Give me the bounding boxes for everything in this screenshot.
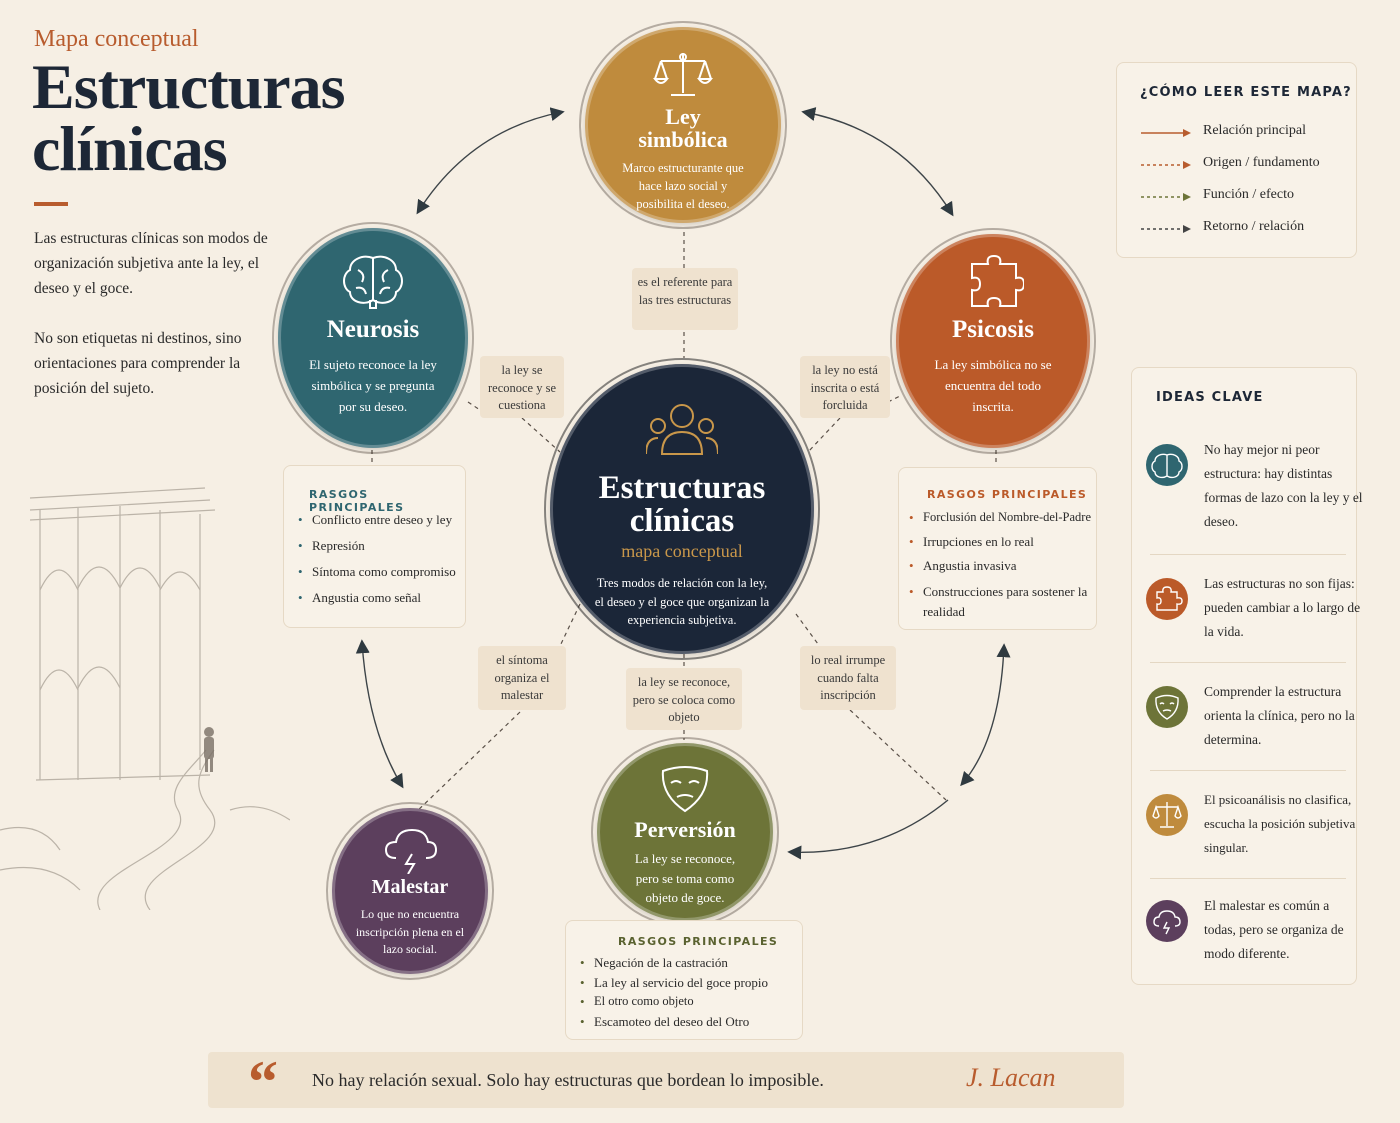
title-line-2: clínicas	[32, 113, 228, 184]
kicker: Mapa conceptual	[34, 26, 199, 52]
arc-perversion-return	[787, 799, 949, 860]
center-description: Tres modos de relación con la ley, el de…	[594, 576, 770, 627]
people-icon	[646, 404, 718, 455]
page-title: Estructuras clínicas	[32, 51, 346, 184]
list-item: Angustia como señal	[298, 590, 456, 616]
arches-sketch-illustration	[0, 487, 290, 910]
traits-perversion-heading: RASGOS PRINCIPALES	[618, 935, 779, 948]
legend-panel: ¿CÓMO LEER ESTE MAPA? Relación principal…	[1116, 62, 1357, 258]
brain-icon	[343, 255, 403, 309]
intro-paragraph-1: Las estructuras clínicas son modos de or…	[34, 230, 268, 297]
list-item: Forclusión del Nombre-del-Padre	[909, 510, 1095, 534]
ley-title-line-1: Ley	[665, 104, 701, 129]
list-item: Angustia invasiva	[909, 558, 1095, 582]
node-malestar[interactable]: Malestar Lo que no encuentra inscripción…	[326, 802, 494, 980]
node-ley-simbolica[interactable]: Ley simbólica Marco estructurante que ha…	[579, 21, 787, 229]
link-label-psicosis-perversion: lo real irrumpe cuando falta inscripción	[800, 646, 896, 710]
traits-psicosis-heading: RASGOS PRINCIPALES	[927, 488, 1088, 501]
puzzle-icon	[971, 254, 1024, 307]
traits-perversion-list: Negación de la castración La ley al serv…	[580, 955, 800, 1033]
storm-cloud-icon	[1146, 900, 1188, 942]
list-item: Síntoma como compromiso	[298, 564, 456, 590]
storm-cloud-icon	[384, 828, 438, 874]
traits-perversion: RASGOS PRINCIPALES Negación de la castra…	[565, 920, 803, 1040]
ley-description: Marco estructurante que hace lazo social…	[622, 161, 744, 211]
solid-arrow-icon	[1141, 129, 1191, 137]
neurosis-title: Neurosis	[326, 316, 420, 343]
dashed-arrow-icon	[1141, 193, 1191, 201]
link-label-neurosis-center: la ley se reconoce y se cuestiona	[480, 356, 564, 418]
intro-paragraph-2: No son etiquetas ni destinos, sino orien…	[34, 330, 242, 397]
list-item: Irrupciones en lo real	[909, 534, 1095, 558]
node-psicosis[interactable]: Psicosis La ley simbólica no se encuentr…	[890, 228, 1096, 454]
node-estructuras-clinicas-center[interactable]: Estructuras clínicas mapa conceptual Tre…	[544, 358, 820, 660]
brain-icon	[1146, 444, 1188, 486]
list-item: La ley al servicio del goce propio	[580, 975, 800, 995]
arc-psicosis-perversion	[960, 643, 1011, 787]
legend-title: ¿CÓMO LEER ESTE MAPA?	[1140, 85, 1352, 100]
puzzle-icon	[1146, 578, 1188, 620]
psicosis-title: Psicosis	[952, 316, 1034, 343]
traits-psicosis: RASGOS PRINCIPALES Forclusión del Nombre…	[898, 467, 1097, 630]
traits-neurosis-list: Conflicto entre deseo y ley Represión Sí…	[298, 512, 456, 616]
center-title-line-1: Estructuras	[598, 470, 766, 506]
traits-neurosis-heading: RASGOS PRINCIPALES	[309, 488, 405, 514]
arc-ley-neurosis	[416, 107, 565, 215]
list-item: Negación de la castración	[580, 955, 800, 975]
ideas-title: IDEAS CLAVE	[1156, 390, 1264, 405]
quote-text: No hay relación sexual. Solo hay estruct…	[312, 1070, 824, 1090]
list-item: Represión	[298, 538, 456, 564]
link-label-perversion-center: la ley se reconoce, pero se coloca como …	[626, 668, 742, 730]
mask-icon	[1146, 686, 1188, 728]
psicosis-description: La ley simbólica no se encuentra del tod…	[934, 357, 1052, 414]
neurosis-description: El sujeto reconoce la ley simbólica y se…	[309, 357, 437, 414]
center-title-line-2: clínicas	[629, 503, 735, 539]
traits-psicosis-list: Forclusión del Nombre-del-Padre Irrupcio…	[909, 510, 1095, 622]
malestar-title: Malestar	[371, 876, 449, 898]
scales-icon	[653, 53, 713, 96]
link-label-psicosis-center: la ley no está inscrita o está forcluida	[800, 356, 890, 418]
link-label-ley-center: es el referente para las tres estructura…	[632, 268, 738, 330]
arc-ley-psicosis	[801, 107, 954, 217]
malestar-description: Lo que no encuentra inscripción plena en…	[355, 907, 465, 956]
quote-bar	[208, 1052, 1124, 1108]
scales-icon	[1146, 794, 1188, 836]
perversion-title: Perversión	[634, 817, 736, 842]
perversion-description: La ley se reconoce, pero se toma como ob…	[634, 851, 736, 905]
title-line-1: Estructuras	[32, 51, 346, 122]
list-item: Conflicto entre deseo y ley	[298, 512, 456, 538]
dashed-arrow-icon	[1141, 225, 1191, 233]
link-label-malestar-center: el síntoma organiza el malestar	[478, 646, 566, 710]
list-item: Construcciones para sostener la realidad	[909, 582, 1095, 622]
title-underline	[34, 202, 68, 206]
list-item: El otro como objeto	[580, 994, 800, 1014]
dashed-arrow-icon	[1141, 161, 1191, 169]
node-neurosis[interactable]: Neurosis El sujeto reconoce la ley simbó…	[272, 222, 474, 454]
quote-author-signature: J. Lacan	[966, 1063, 1056, 1092]
ideas-panel: IDEAS CLAVE No hay mejor ni peor estruct…	[1131, 367, 1363, 985]
list-item: Escamoteo del deseo del Otro	[580, 1014, 800, 1034]
traits-neurosis: RASGOS PRINCIPALES Conflicto entre deseo…	[283, 465, 466, 628]
node-perversion[interactable]: Perversión La ley se reconoce, pero se t…	[591, 737, 779, 927]
arc-neurosis-malestar	[355, 639, 404, 789]
center-subtitle: mapa conceptual	[621, 541, 743, 561]
ley-title-line-2: simbólica	[638, 127, 728, 152]
mask-icon	[661, 766, 709, 813]
quote-mark-icon: “	[248, 1049, 278, 1115]
